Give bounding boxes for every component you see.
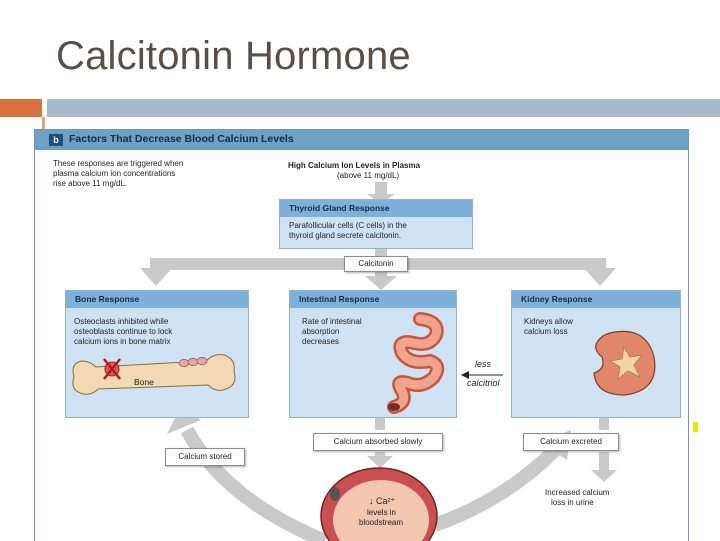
calcium-absorbed-box: Calcium absorbed slowly	[313, 433, 443, 451]
slide-title: Calcitonin Hormone	[56, 34, 411, 78]
intestinal-line-2: absorption	[302, 327, 340, 336]
bone-panel: Bone Response Osteoclasts inhibited whil…	[65, 290, 249, 418]
figure-title: Factors That Decrease Blood Calcium Leve…	[69, 133, 294, 145]
bone-line-2: osteoblasts continue to lock	[74, 327, 173, 336]
accent-bar-blue	[47, 99, 720, 117]
blood-line-2: levels in	[367, 508, 396, 517]
bone-heading: Bone Response	[66, 291, 248, 308]
yellow-marker	[693, 422, 698, 432]
intestinal-line-3: decreases	[302, 337, 339, 346]
kidney-line-1: Kidneys allow	[524, 317, 573, 326]
thyroid-panel: Thyroid Gland Response Parafollicular ce…	[279, 199, 473, 249]
intestinal-panel: Intestinal Response Rate of intestinal a…	[289, 290, 457, 418]
bone-label: Bone	[134, 377, 154, 387]
calcitonin-label: Calcitonin	[344, 256, 408, 272]
figure-header: b Factors That Decrease Blood Calcium Le…	[35, 130, 688, 150]
intro-line-3: rise above 11 mg/dL.	[53, 179, 128, 188]
accent-bar-orange	[0, 99, 42, 117]
intro-line-1: These responses are triggered when	[53, 159, 184, 168]
less-label: less	[475, 359, 492, 369]
kidney-illustration	[593, 330, 656, 396]
calcitriol-label: calcitriol	[467, 378, 500, 388]
calcium-excreted-box: Calcium excreted	[523, 433, 619, 451]
calcium-stored-box: Calcium stored	[165, 448, 245, 466]
blood-vessel-illustration	[320, 467, 438, 541]
blood-line-1: ↓ Ca²⁺	[369, 496, 396, 506]
figure-panel: b Factors That Decrease Blood Calcium Le…	[34, 129, 689, 541]
thyroid-line-1: Parafollicular cells (C cells) in the	[289, 221, 407, 230]
bone-illustration	[72, 354, 236, 395]
figure-letter: b	[49, 134, 63, 146]
urine-line-1: Increased calcium	[545, 488, 610, 497]
bone-line-3: calcium ions in bone matrix	[74, 337, 171, 346]
trigger-line-1: High Calcium Ion Levels in Plasma	[288, 161, 421, 170]
intestinal-line-1: Rate of intestinal	[302, 317, 362, 326]
kidney-heading: Kidney Response	[512, 291, 680, 308]
intestine-illustration	[387, 312, 445, 414]
intro-line-2: plasma calcium ion concentrations	[53, 169, 176, 178]
trigger-line-2: (above 11 mg/dL)	[337, 171, 400, 180]
kidney-line-2: calcium loss	[524, 327, 568, 336]
urine-line-2: loss in urine	[551, 498, 594, 507]
blood-line-3: bloodstream	[359, 518, 404, 527]
bone-line-1: Osteoclasts inhibited while	[74, 317, 169, 326]
flow-arrows	[140, 182, 617, 541]
thyroid-line-2: thyroid gland secrete calcitonin.	[289, 231, 402, 240]
kidney-panel: Kidney Response Kidneys allow calcium lo…	[511, 290, 681, 418]
thyroid-heading: Thyroid Gland Response	[280, 200, 472, 217]
intestinal-heading: Intestinal Response	[290, 291, 456, 308]
